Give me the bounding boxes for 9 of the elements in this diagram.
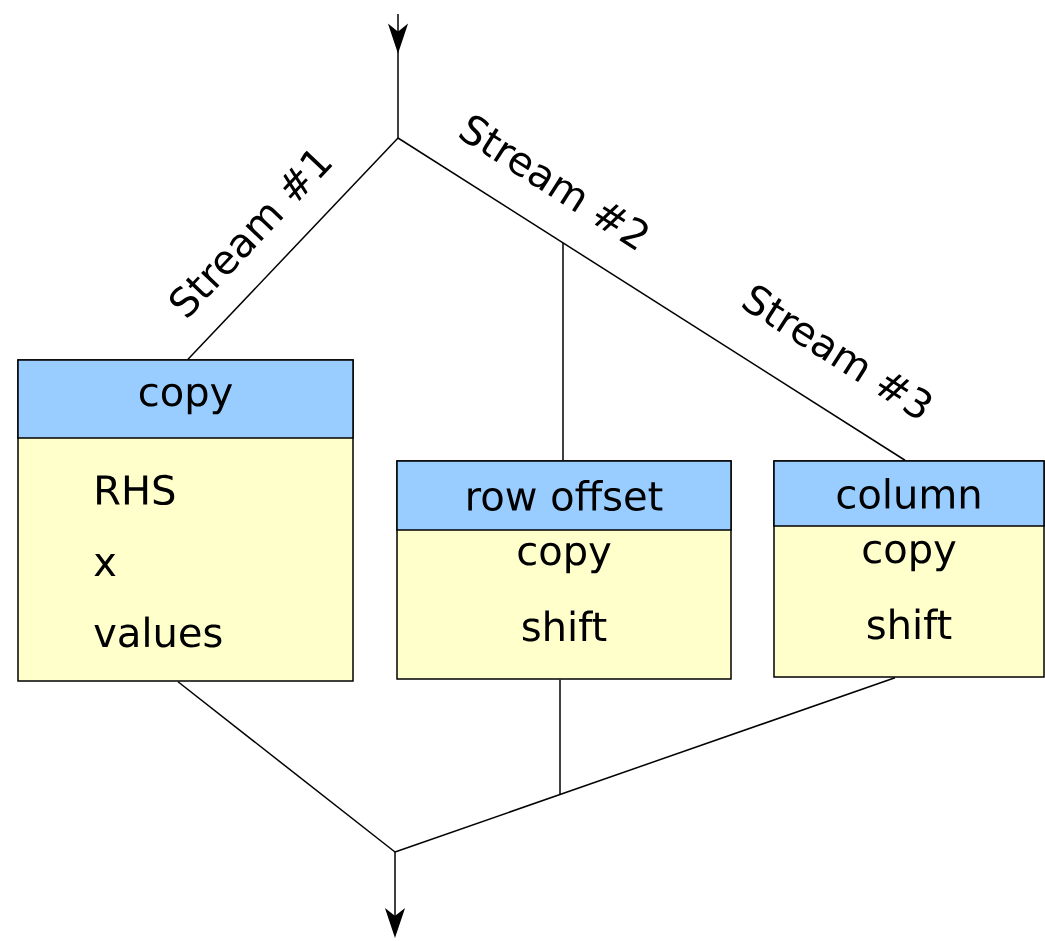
connector-line — [394, 677, 896, 853]
process-box: copy RHS x values — [17, 359, 354, 682]
connector-line — [187, 137, 399, 360]
connector-line — [177, 681, 396, 853]
process-box: column copy shift — [773, 460, 1045, 678]
connector-line — [397, 137, 906, 461]
connector-line — [559, 679, 561, 796]
process-box: row offset copy shift — [396, 460, 732, 680]
connector-line — [562, 242, 564, 461]
